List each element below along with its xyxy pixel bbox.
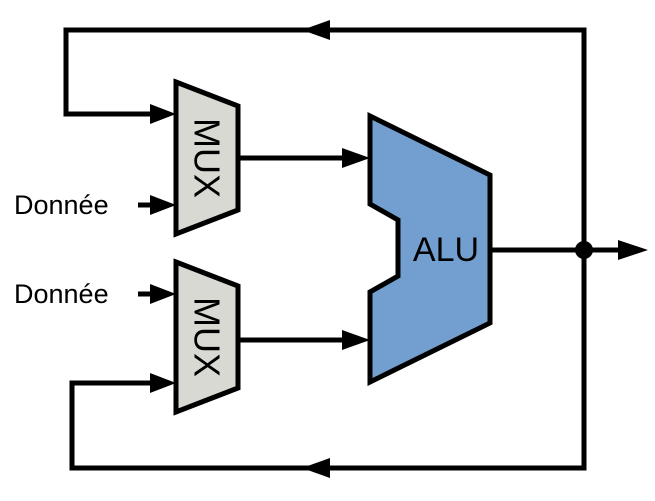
feedback-wire-bottom <box>69 250 587 471</box>
mux-top <box>173 78 241 238</box>
feedback-wire-top <box>63 27 587 250</box>
data-input-bottom-arrow <box>150 284 176 304</box>
data-input-top-arrow <box>150 195 176 215</box>
data-input-top-label: Donnée <box>14 190 109 220</box>
mux-bottom-feedback-input-arrow <box>150 373 176 393</box>
alu-input-bottom-arrow <box>342 330 370 350</box>
mux-bottom <box>173 258 241 416</box>
mux-top-label: MUX <box>187 118 228 198</box>
mux-bottom-label: MUX <box>187 297 228 377</box>
feedback-top-arrow <box>302 20 330 40</box>
mux-top-feedback-input-arrow <box>150 104 176 124</box>
alu-block <box>367 111 493 387</box>
data-input-bottom-label: Donnée <box>14 279 109 309</box>
junction-dot <box>575 241 593 259</box>
alu-label: ALU <box>413 231 479 269</box>
feedback-bottom-arrow <box>302 458 330 478</box>
alu-input-top-arrow <box>342 148 370 168</box>
output-arrow <box>618 240 648 260</box>
